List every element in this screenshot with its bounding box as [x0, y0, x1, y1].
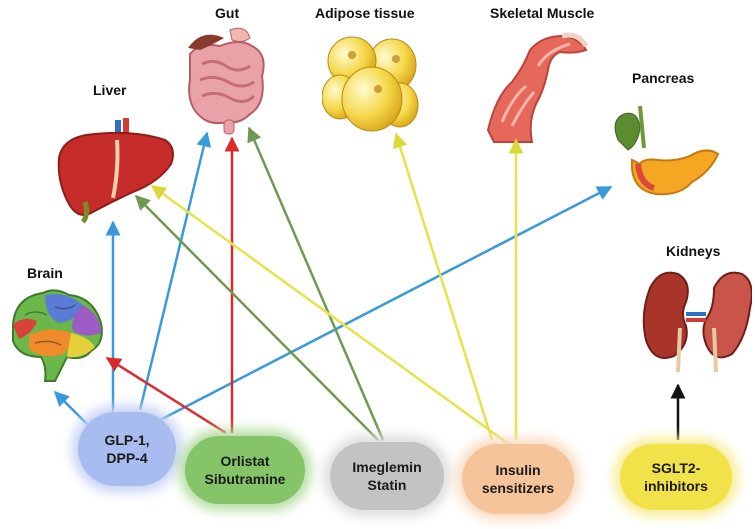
drug-cloud-glp: GLP-1, DPP-4 — [78, 412, 176, 486]
drug-sglt2-line1: SGLT2- — [651, 460, 701, 476]
arrow-insulin-adipose — [392, 132, 494, 441]
brain-label: Brain — [27, 265, 63, 281]
drug-glp-line2: DPP-4 — [106, 450, 148, 466]
gut-label: Gut — [215, 5, 240, 21]
pancreas-label: Pancreas — [632, 70, 695, 86]
drug-orlistat-line2: Sibutramine — [204, 471, 286, 487]
gut-icon — [188, 27, 265, 135]
kidneys-icon — [642, 271, 752, 373]
kidneys-label: Kidneys — [666, 243, 721, 259]
drug-imeglemin-line1: Imeglemin — [352, 459, 422, 475]
drug-orlistat-line1: Orlistat — [220, 453, 270, 469]
muscle-icon — [486, 32, 589, 143]
drug-imeglemin-line2: Statin — [367, 477, 407, 493]
drug-sglt2-line2: inhibitors — [644, 478, 708, 494]
drug-cloud-insulin: Insulin sensitizers — [462, 444, 574, 514]
adipose-icon — [322, 36, 419, 132]
arrow-imeglemin-gut — [247, 126, 385, 441]
arrow-glp-gut — [138, 131, 212, 411]
drug-insulin-line2: sensitizers — [481, 480, 555, 496]
drug-cloud-sglt2: SGLT2- inhibitors — [620, 444, 732, 510]
adipose-label: Adipose tissue — [315, 5, 415, 21]
arrow-imeglemin-liver — [134, 194, 379, 441]
arrow-orlistat-brain — [105, 356, 227, 435]
liver-icon — [57, 118, 174, 224]
arrow-insulin-liver — [150, 184, 511, 447]
pancreas-icon — [614, 105, 720, 196]
drug-glp-line1: GLP-1, — [104, 432, 150, 448]
arrow-glp-pancreas — [159, 185, 613, 422]
muscle-label: Skeletal Muscle — [490, 5, 595, 21]
drug-insulin-line1: Insulin — [495, 462, 541, 478]
brain-icon — [12, 289, 103, 382]
liver-label: Liver — [93, 82, 127, 98]
